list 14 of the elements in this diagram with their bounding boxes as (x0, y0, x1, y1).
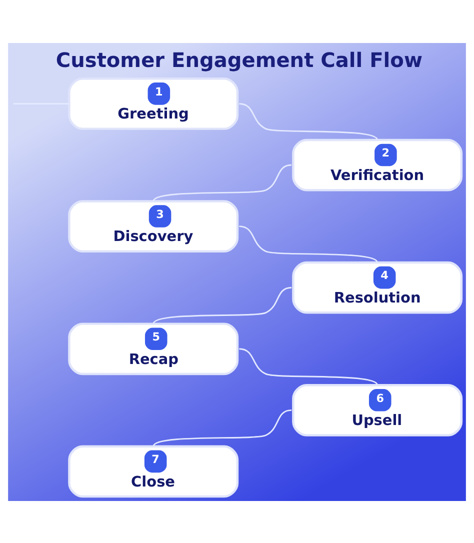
node-box: 3 Discovery (68, 200, 239, 252)
node-box: 4 Resolution (292, 260, 463, 314)
connector (152, 164, 292, 202)
connector (239, 225, 378, 262)
node-box: 2 Verification (292, 138, 463, 191)
connector (152, 408, 292, 446)
node-box: 7 Close (68, 444, 239, 498)
connector (152, 286, 292, 324)
node-box: 1 Greeting (68, 77, 239, 130)
node-box: 5 Recap (68, 322, 239, 375)
connector (239, 348, 378, 386)
diagram-title: Customer Engagement Call Flow (56, 47, 422, 72)
node-box: 6 Upsell (292, 384, 463, 436)
connector (239, 102, 378, 140)
